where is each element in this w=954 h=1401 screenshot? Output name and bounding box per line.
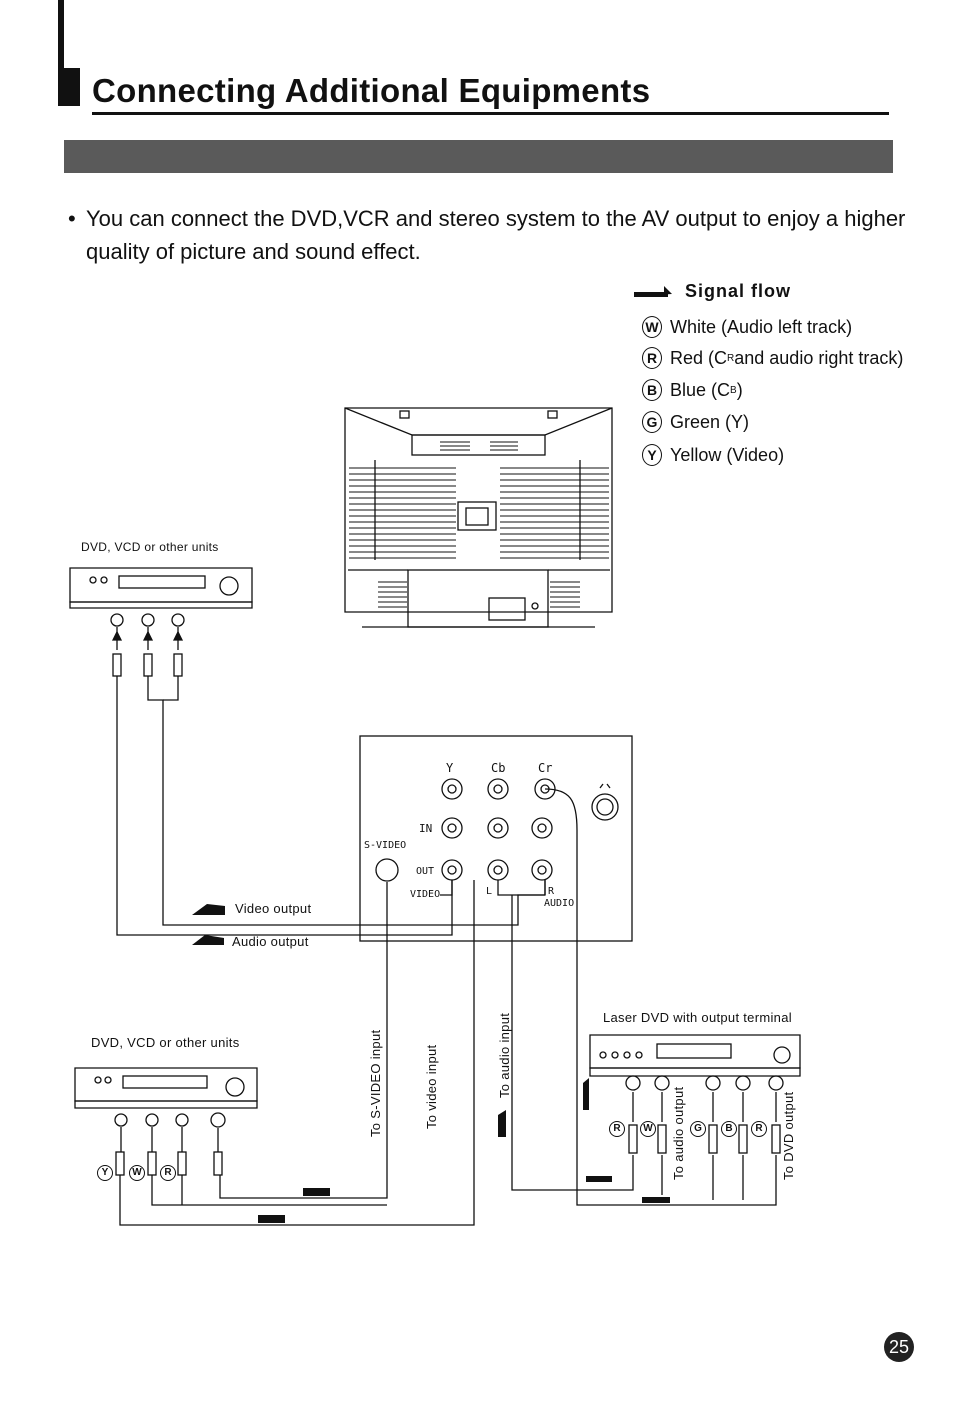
- plug-red-badge-icon: R: [160, 1165, 176, 1181]
- page-number: 25: [884, 1332, 914, 1362]
- to-dvd-output-label: To DVD output: [781, 1091, 796, 1180]
- legend-item-yellow: Y Yellow (Video): [642, 443, 784, 467]
- signal-arrows: [192, 904, 670, 1223]
- plug-blue-badge-icon: B: [721, 1121, 737, 1137]
- to-svideo-input-label: To S-VIDEO input: [368, 1029, 383, 1137]
- legend-label-after: and audio right track): [734, 347, 904, 368]
- panel-audio-label: AUDIO: [544, 898, 575, 909]
- video-output-label: Video output: [235, 901, 312, 916]
- blue-badge-icon: B: [642, 379, 662, 401]
- top-player-icon: [69, 567, 546, 936]
- plug-green-badge-icon: G: [690, 1121, 706, 1137]
- legend-label: Blue (C: [670, 379, 731, 400]
- bottom-player-label: DVD, VCD or other units: [91, 1035, 240, 1050]
- panel-video-label: VIDEO: [410, 889, 441, 900]
- to-audio-output-label: To audio output: [671, 1086, 686, 1180]
- title-rule: [92, 112, 889, 115]
- header-bar: [58, 0, 64, 100]
- legend-label: Red (C: [670, 347, 728, 368]
- legend-label-after: ): [736, 379, 743, 400]
- legend-label: Yellow (Video): [670, 444, 785, 465]
- panel-y-label: Y: [446, 761, 454, 775]
- bottom-player-icon: [74, 1067, 258, 1176]
- plug-white-badge-icon: W: [640, 1121, 656, 1137]
- yellow-badge-icon: Y: [642, 444, 662, 466]
- av-panel: [359, 735, 633, 942]
- panel-cb-label: Cb: [491, 761, 506, 775]
- panel-in-label: IN: [419, 822, 433, 835]
- legend-subscript: B: [730, 384, 737, 396]
- plug-white-badge-icon: W: [129, 1165, 145, 1181]
- plug-yellow-badge-icon: Y: [97, 1165, 113, 1181]
- plug-red-badge-icon: R: [751, 1121, 767, 1137]
- tv-back-icon: [344, 407, 613, 628]
- intro-paragraph: • You can connect the DVD,VCR and stereo…: [68, 202, 908, 268]
- to-audio-input-label: To audio input: [497, 1012, 512, 1098]
- panel-l-label: L: [486, 886, 493, 897]
- bullet-icon: •: [68, 206, 76, 231]
- panel-out-label: OUT: [416, 866, 435, 877]
- red-badge-icon: R: [642, 347, 662, 369]
- legend-item-white: W White (Audio left track): [642, 315, 852, 339]
- legend-subscript: R: [727, 352, 735, 364]
- laser-dvd-label: Laser DVD with output terminal: [603, 1010, 792, 1025]
- signal-flow-arrow-icon: [634, 286, 672, 297]
- legend-label: White (Audio left track): [670, 316, 853, 337]
- page-title: Connecting Additional Equipments: [92, 72, 651, 109]
- to-video-input-label: To video input: [424, 1044, 439, 1129]
- green-badge-icon: G: [642, 411, 662, 433]
- section-band: [64, 140, 893, 173]
- intro-text: You can connect the DVD,VCR and stereo s…: [86, 206, 906, 264]
- legend-label: Green (Y): [670, 411, 750, 432]
- legend-title: Signal flow: [685, 281, 792, 301]
- panel-svideo-label: S-VIDEO: [364, 840, 407, 851]
- top-player-label: DVD, VCD or other units: [81, 540, 219, 554]
- legend-item-green: G Green (Y): [642, 410, 749, 434]
- panel-r-label: R: [548, 886, 555, 897]
- white-badge-icon: W: [642, 316, 662, 338]
- audio-output-label: Audio output: [232, 934, 309, 949]
- plug-red-badge-icon: R: [609, 1121, 625, 1137]
- laser-dvd-icon: [589, 1034, 801, 1154]
- panel-cr-label: Cr: [538, 761, 553, 775]
- title-block: [58, 68, 80, 106]
